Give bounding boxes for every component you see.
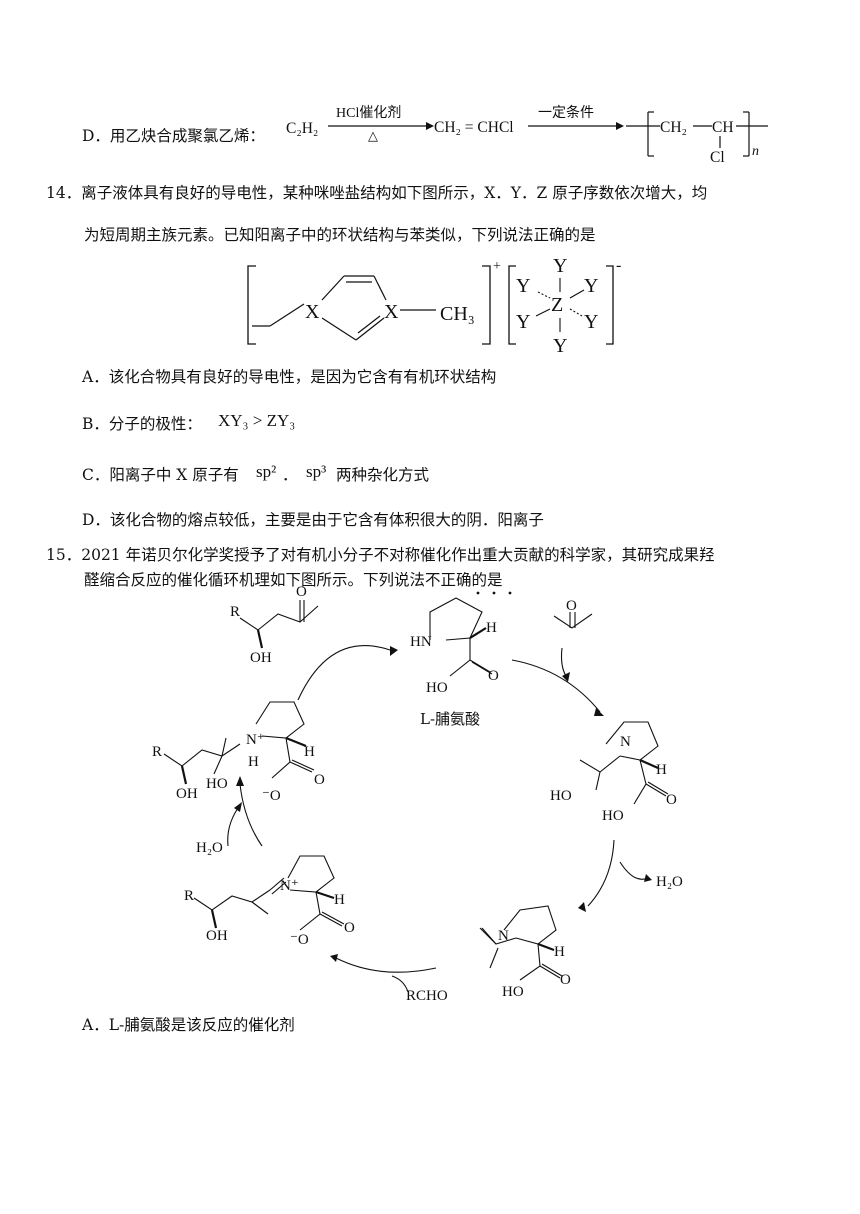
q15-h-iminium: H: [334, 892, 345, 908]
q13-polymer-ch: CH: [712, 119, 734, 136]
q15-stem-line-2-suffix: 的是: [471, 571, 503, 589]
q15-oh-zwitterion: OH: [176, 786, 198, 802]
q14-anion-charge: -: [616, 257, 621, 274]
q15-h-enamine: H: [554, 944, 565, 960]
q15-r-iminium: R: [184, 888, 194, 904]
q13-option-d-label: D．用乙炔合成聚氯乙烯：: [82, 127, 265, 145]
q15-n-enamine: N: [498, 928, 509, 944]
q14-y-upper-left: Y: [516, 275, 530, 297]
q15-emphasis-dots: [476, 591, 512, 595]
q15-h-proline: H: [486, 620, 497, 636]
q13-intermediate: CH₂ = CHCl: [434, 119, 514, 136]
q14-option-c-sp3: sp³: [306, 462, 327, 481]
q13-polymer-n: n: [752, 144, 759, 159]
q14-imidazolium-structure: X X CH₃ + Y Y Z Y Y Y Y -: [247, 255, 621, 357]
q15-o-acetone: O: [566, 598, 577, 614]
q15-ho-zwitterion: HO: [206, 776, 228, 792]
q15-ho2-carbinolamine: HO: [602, 808, 624, 824]
q14-x-atom-right: X: [384, 301, 399, 323]
q15-ominus-iminium: ⁻O: [290, 932, 309, 948]
q15-stem-line-1: 15．2021 年诺贝尔化学奖授予了对有机小分子不对称催化作出重大贡献的科学家，…: [46, 546, 715, 564]
q14-y-upper-right: Y: [584, 275, 598, 297]
q15-h-on-n-zwitterion: H: [248, 754, 259, 770]
q15-o-proline: O: [488, 668, 499, 684]
q15-o-top: O: [296, 584, 307, 600]
q14-option-c-sp2: sp²: [256, 462, 277, 481]
q15-stem-line-2-prefix: 醛缩合反应的催化循环机理如下图所示。下列说法: [84, 571, 426, 589]
q15-stem-emphasis: 不正确: [425, 571, 472, 589]
q15-h-zwitterion: H: [304, 744, 315, 760]
q15-oh-top: OH: [250, 650, 272, 666]
q15-water-left: H₂O: [196, 840, 223, 856]
q15-hn-proline: HN: [410, 634, 432, 650]
q14-y-bottom: Y: [553, 335, 567, 357]
q14-stem-line-1: 14．离子液体具有良好的导电性，某种咪唑盐结构如下图所示，X．Y．Z 原子序数依…: [46, 184, 708, 202]
q15-ominus-zwitterion: ⁻O: [262, 788, 281, 804]
q13-polymer-ch2: CH₂: [660, 119, 687, 136]
q13-arrow-1: [328, 111, 768, 157]
q15-stem-line-2-pre: 醛缩合反应的催化循环机理如下图所示。下列说法不正确的是: [84, 570, 503, 590]
q13-polymer-cl: Cl: [710, 149, 725, 166]
q14-stem-line-2: 为短周期主族元素。已知阳离子中的环状结构与苯类似，下列说法正确的是: [84, 226, 596, 244]
q15-nplus-zwitterion: N⁺: [246, 732, 265, 748]
q14-option-a: A．该化合物具有良好的导电性，是因为它含有有机环状结构: [82, 368, 497, 386]
q15-ho-carbinolamine: HO: [550, 788, 572, 804]
q14-option-b-formula: XY₃ > ZY₃: [218, 411, 296, 430]
q15-o-zwitterion: O: [314, 772, 325, 788]
q14-x-atom-left: X: [305, 301, 320, 323]
q15-o-enamine: O: [560, 972, 571, 988]
q15-water-right: H₂O: [656, 874, 683, 890]
q13-reactant: C₂H₂: [286, 120, 319, 137]
q15-h-carbinolamine: H: [656, 762, 667, 778]
q15-oh-iminium: OH: [206, 928, 228, 944]
q15-r-top: R: [230, 604, 240, 620]
q15-r-zwitterion: R: [152, 744, 162, 760]
q15-o-iminium: O: [344, 920, 355, 936]
q15-nplus-iminium: N⁺: [280, 878, 299, 894]
q15-rcho: RCHO: [406, 988, 448, 1004]
q14-option-d: D．该化合物的熔点较低，主要是由于它含有体积很大的阴．阳离子: [82, 511, 544, 529]
q14-ch3: CH₃: [440, 303, 475, 325]
q14-option-b-text: B．分子的极性：: [82, 415, 202, 433]
q13-condition-2-top: 一定条件: [538, 105, 594, 121]
q14-y-lower-left: Y: [516, 311, 530, 333]
q14-cation-charge: +: [493, 259, 501, 274]
q15-n-carbinolamine: N: [620, 734, 631, 750]
q15-catalyst-name: L-脯氨酸: [420, 710, 480, 728]
q15-option-a: A．L-脯氨酸是该反应的催化剂: [82, 1016, 295, 1034]
q14-option-c-sep: ．: [282, 466, 298, 484]
q14-option-c-post: 两种杂化方式: [336, 466, 430, 484]
q15-o-carbinolamine: O: [666, 792, 677, 808]
q14-y-top: Y: [553, 255, 567, 277]
q15-ho-enamine: HO: [502, 984, 524, 1000]
q13-condition-1-bottom: △: [368, 129, 378, 144]
q14-option-c-pre: C．阳离子中 X 原子有: [82, 466, 239, 484]
q14-y-lower-right: Y: [584, 311, 598, 333]
q13-condition-1-top: HCl催化剂: [336, 106, 402, 121]
q15-ho-proline: HO: [426, 680, 448, 696]
q14-z-center: Z: [551, 294, 563, 316]
